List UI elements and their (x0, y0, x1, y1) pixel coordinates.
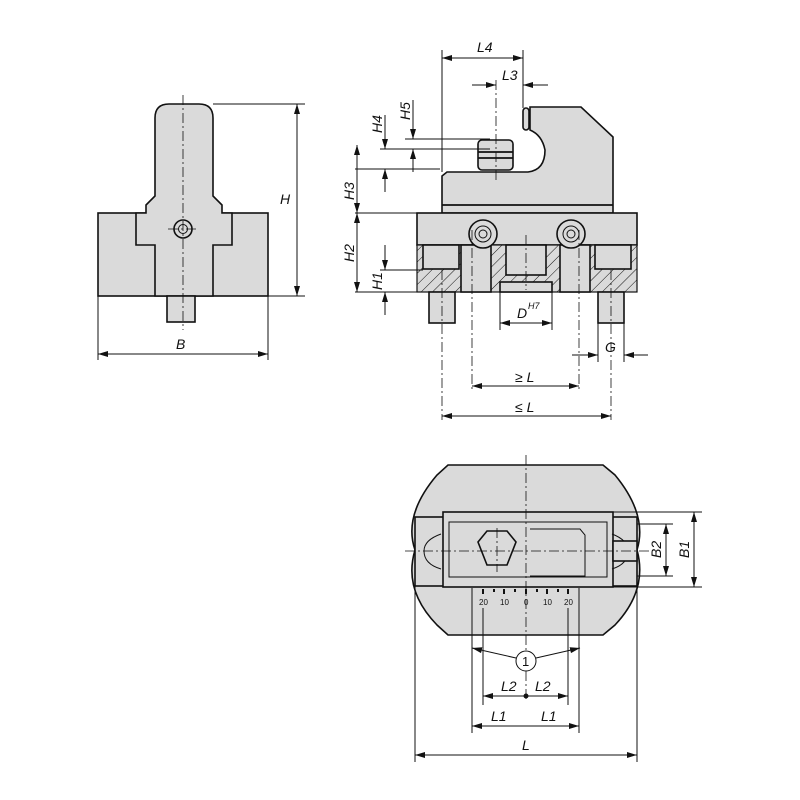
clamp-screw (477, 139, 514, 171)
dim-h-label: H (280, 191, 291, 207)
dim-l3-label: L3 (502, 67, 518, 83)
dim-h4-label: H4 (369, 115, 385, 133)
dim-h2-label: H2 (341, 244, 357, 262)
dim-l1-left-label: L1 (491, 708, 507, 724)
dim-b1-label: B1 (676, 541, 692, 558)
top-view: 20 10 0 10 20 1 L2 L2 L1 L1 L B2 B1 (405, 455, 702, 762)
dim-d-label: D (517, 305, 527, 321)
side-view: H B (97, 95, 305, 360)
scale-ticks (482, 589, 569, 594)
dim-g-label: G (605, 339, 616, 355)
dim-l-min-label: ≥ L (515, 369, 534, 385)
dim-b-label: B (176, 336, 185, 352)
dim-h5-label: H5 (397, 102, 413, 120)
scale-label: 20 (564, 598, 573, 607)
front-view: L4 L3 H4 H5 H3 H2 H1 D H7 G ≥ L (341, 39, 648, 420)
dim-l4-label: L4 (477, 39, 493, 55)
callout-number: 1 (522, 654, 529, 669)
dim-b2-label: B2 (648, 541, 664, 558)
scale-label: 10 (500, 598, 509, 607)
scale-label: 20 (479, 598, 488, 607)
dim-h3-label: H3 (341, 182, 357, 200)
callout-circle (515, 650, 537, 672)
side-clamp-column (135, 103, 233, 297)
dim-l1-right-label: L1 (541, 708, 557, 724)
dim-l-max-label: ≤ L (515, 399, 534, 415)
top-slide (442, 511, 614, 588)
scale-label: 10 (543, 598, 552, 607)
dim-h1-label: H1 (369, 272, 385, 290)
base-upper (416, 212, 638, 246)
dim-d-tolerance: H7 (528, 301, 540, 311)
dim-l-label: L (522, 737, 530, 753)
side-pin (166, 295, 196, 323)
jaw (441, 106, 614, 214)
dim-l2-left-label: L2 (501, 678, 517, 694)
dim-l2-right-label: L2 (535, 678, 551, 694)
scale-label: 0 (524, 598, 529, 607)
